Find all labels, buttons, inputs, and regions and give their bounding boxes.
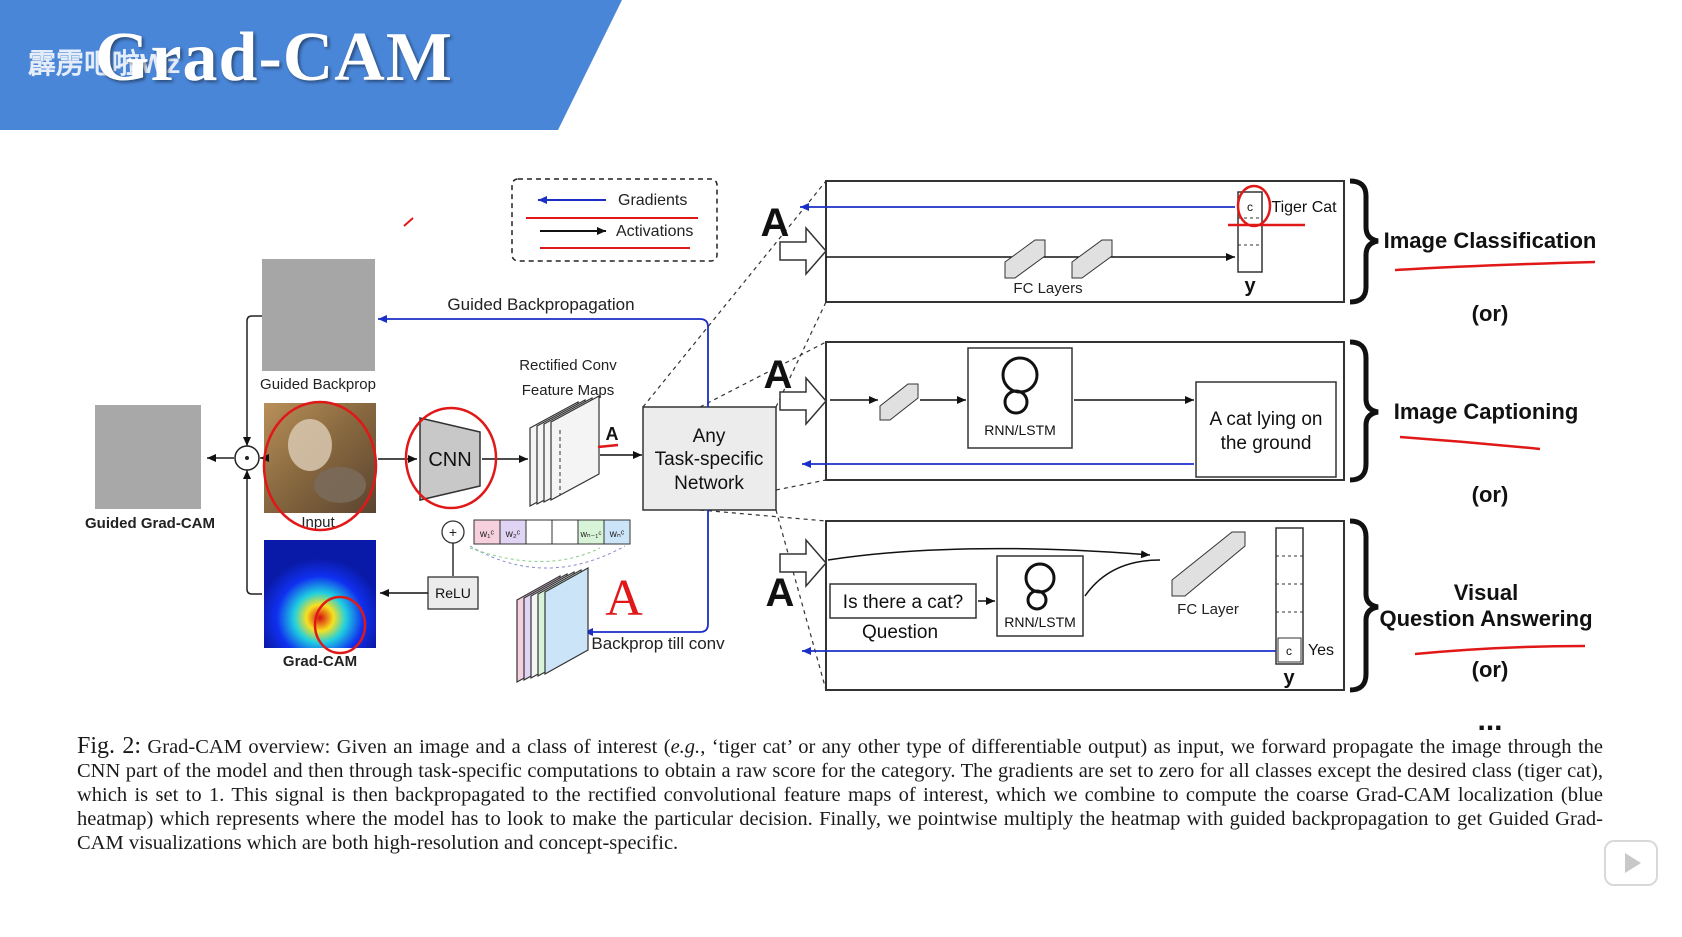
rectified-label-1: Rectified Conv (519, 357, 617, 374)
classification-a-label: A (761, 201, 790, 245)
guided-gradcam-label: Guided Grad-CAM (85, 515, 215, 532)
figure-caption: Fig. 2: Grad-CAM overview: Given an imag… (77, 734, 1603, 855)
guided-gradcam-image (95, 405, 201, 509)
weight-n-minus-1: wₙ₋₁ᶜ (579, 529, 601, 539)
guided-backprop-image (262, 259, 375, 371)
page-title: Grad-CAM (95, 19, 453, 96)
captioning-rnn-label: RNN/LSTM (984, 422, 1056, 438)
tiger-cat-label: Tiger Cat (1271, 199, 1337, 216)
caption-text-1: Grad-CAM overview: Given an image and a … (141, 736, 671, 758)
caption-output-2: the ground (1221, 433, 1312, 454)
network-label-3: Network (674, 473, 744, 494)
feature-maps (529, 394, 600, 508)
input-arrow-icon (779, 537, 827, 589)
relu-label: ReLU (435, 585, 471, 601)
question-label: Question (862, 622, 938, 643)
weight-2: w₂ᶜ (505, 529, 521, 540)
caption-text-2: , ‘tiger cat’ or any other type of diffe… (77, 736, 1604, 854)
guided-backprop-label: Guided Backprop (260, 376, 376, 393)
guided-backpropagation-label: Guided Backpropagation (447, 295, 634, 314)
figure-label: Fig. 2: (77, 733, 141, 759)
weight-vector: w₁ᶜ w₂ᶜ wₙ₋₁ᶜ wₙᶜ (469, 519, 631, 569)
vqa-panel: A Is there a cat? Question RNN/LSTM FC L… (766, 520, 1345, 691)
or-label-1: (or) (1472, 301, 1509, 326)
task-network-box (642, 406, 777, 511)
fc-layer-label: FC Layer (1177, 601, 1239, 618)
task-image-captioning: Image Captioning (1394, 399, 1579, 424)
or-label-2: (or) (1472, 482, 1509, 507)
svg-text:+: + (449, 524, 457, 540)
ellipsis-label: ... (1477, 704, 1502, 737)
vqa-c-label: c (1286, 644, 1292, 658)
input-label: Input (301, 514, 335, 531)
legend-gradients: Gradients (618, 192, 687, 209)
legend-activations: Activations (616, 223, 693, 240)
banner-shape (0, 0, 622, 130)
classification-panel: A FC Layers c Tiger Cat y (761, 180, 1345, 303)
task-braces (1349, 178, 1379, 693)
fan-lines (642, 180, 827, 691)
vqa-y-label: y (1283, 667, 1295, 689)
task-vqa-line-2: Question Answering (1379, 606, 1592, 631)
weight-n: wₙᶜ (609, 529, 625, 540)
relu-box (427, 576, 479, 610)
cnn-block (419, 417, 481, 501)
legend: Gradients Activations (511, 178, 718, 262)
pen-annotations (262, 184, 1596, 656)
rectified-label-2: Feature Maps (522, 382, 615, 399)
question-text: Is there a cat? (843, 592, 963, 613)
captioning-panel: A RNN/LSTM A cat lying on the ground (764, 341, 1345, 481)
play-icon[interactable] (1604, 840, 1658, 886)
captioning-a-label: A (764, 353, 793, 397)
backprop-till-conv-label: Backprop till conv (591, 634, 725, 653)
vqa-rnn-label: RNN/LSTM (1004, 614, 1076, 630)
network-label-1: Any (693, 426, 726, 447)
classification-y-label: y (1244, 275, 1256, 297)
task-vqa-line-1: Visual (1454, 580, 1518, 605)
gradient-maps (516, 566, 589, 684)
task-image-classification: Image Classification (1384, 228, 1597, 253)
input-image (264, 403, 376, 513)
input-arrow-icon (779, 375, 827, 427)
handwritten-a: A (605, 570, 643, 627)
a-activation-label: A (606, 424, 619, 444)
title-banner: 霹雳吧啦Wz Grad-CAM (0, 0, 1682, 130)
weight-1: w₁ᶜ (479, 529, 495, 540)
class-c-label: c (1247, 200, 1253, 214)
watermark: 霹雳吧啦Wz (28, 48, 181, 79)
or-label-3: (or) (1472, 657, 1509, 682)
input-arrow-icon (779, 225, 827, 277)
caption-eg: e.g. (670, 736, 701, 758)
cnn-label: CNN (428, 449, 471, 471)
yes-label: Yes (1308, 642, 1334, 659)
caption-output-1: A cat lying on (1209, 409, 1322, 430)
network-label-2: Task-specific (655, 449, 764, 470)
gradcam-heatmap (264, 540, 376, 648)
gradcam-label: Grad-CAM (283, 653, 357, 670)
fc-layers-label: FC Layers (1013, 280, 1082, 297)
vqa-a-label: A (766, 571, 795, 615)
